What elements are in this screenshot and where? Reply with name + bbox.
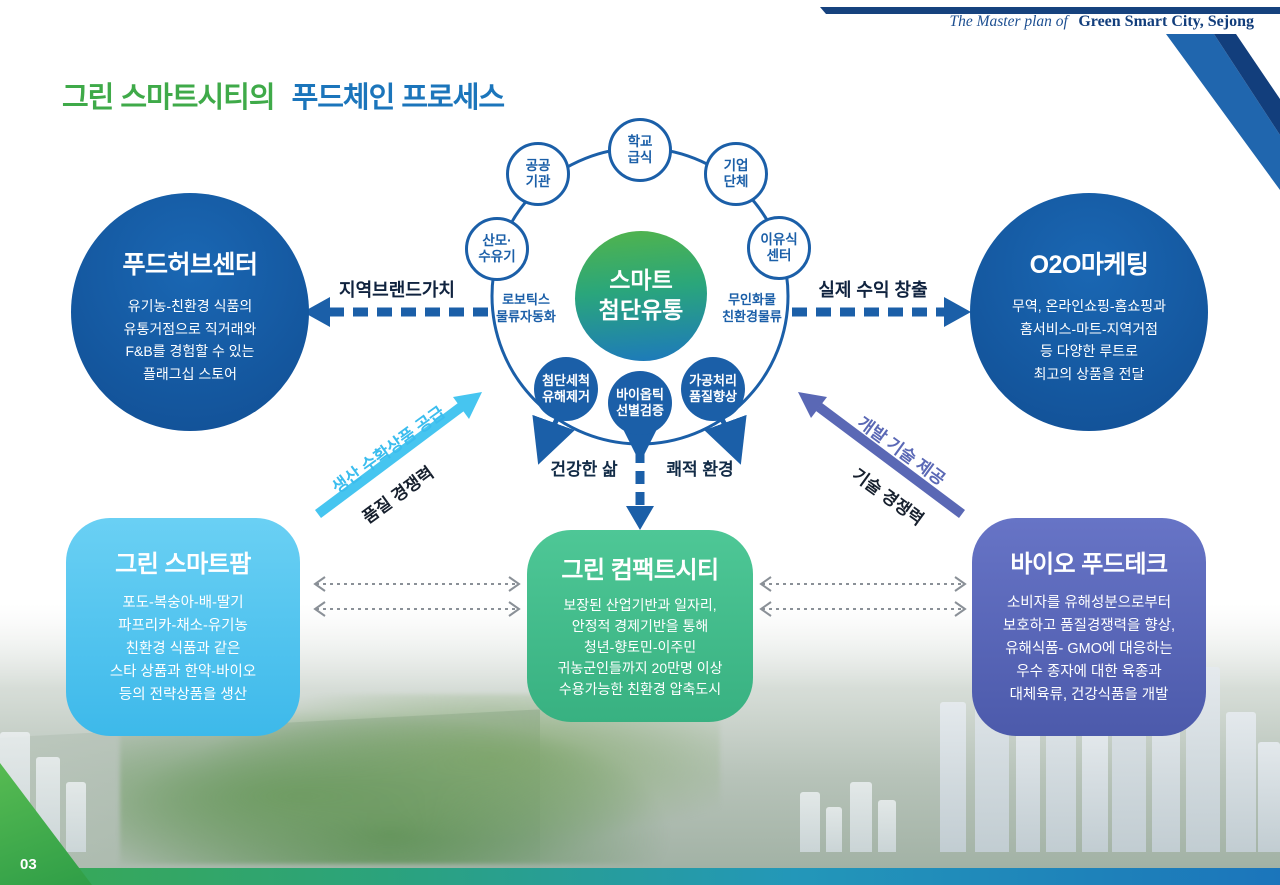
green-smart-farm-box: 그린 스마트팜 포도-복숭아-배-딸기 파프리카-채소-유기농 친환경 식품과 … [66,518,300,736]
satellite-mothers: 산모· 수유기 [465,217,529,281]
outcome-healthy-life: 건강한 삶 [550,460,618,479]
building-decoration [66,782,86,852]
smart-distribution-hub: 스마트 첨단유통 [575,231,707,361]
building-decoration [1016,722,1040,852]
label-revenue: 실제 수익 창출 [818,280,928,300]
page-title: 그린 스마트시티의 푸드체인 프로세스 [62,74,505,116]
process-washing: 첨단세척 유해제거 [534,357,598,421]
page-title-blue: 푸드체인 프로세스 [291,82,505,114]
brand-value-arrow [303,297,488,327]
header-prefix: The Master plan of [949,13,1068,30]
satellite-school-meals: 학교 급식 [608,118,672,182]
city-title: 그린 컴팩트시티 [561,557,719,584]
revenue-arrow [792,297,971,327]
building-decoration [878,800,896,852]
process-arrows [532,414,747,465]
o2o-title: O2O마케팅 [1029,251,1149,279]
building-decoration [1258,742,1280,852]
farm-body: 포도-복숭아-배-딸기 파프리카-채소-유기농 친환경 식품과 같은 스타 상품… [109,595,257,703]
dotted-exchange-arrows [313,576,967,617]
label-brand-value: 지역브랜드가치 [339,280,455,300]
bio-foodtech-box: 바이오 푸드테크 소비자를 유해성분으로부터 보호하고 품질경쟁력을 향상, 유… [972,518,1206,736]
food-hub-center-node: 푸드허브센터 유기농-친환경 식품의 유통거점으로 직거래와 F&B를 경험할 … [71,193,309,431]
farm-supply-arrow [315,392,482,519]
inner-label-robotics: 로보틱스 물류자동화 [496,292,556,324]
farm-title: 그린 스마트팜 [115,551,251,578]
outcome-pleasant-environment: 쾌적 환경 [666,460,734,479]
city-body: 보장된 산업기반과 일자리, 안정적 경제기반을 통해 청년-향토민-이주민 귀… [557,597,723,697]
satellite-baby-food-center: 이유식 센터 [747,216,811,280]
building-decoration [850,782,872,852]
o2o-marketing-node: O2O마케팅 무역, 온라인쇼핑-홈쇼핑과 홈서비스-마트-지역거점 등 다양한… [970,193,1208,431]
building-decoration [1082,732,1108,852]
food-hub-title: 푸드허브센터 [122,251,258,279]
biotech-tech-arrow [798,392,965,519]
satellite-corporations: 기업 단체 [704,142,768,206]
bottom-gradient-bar [0,868,1280,885]
corner-ribbon [820,7,1280,190]
inner-label-unmanned-logistics: 무인화물 친환경물류 [722,292,782,324]
header: The Master plan of Green Smart City, Sej… [949,13,1254,31]
building-decoration [940,702,966,852]
biotech-title: 바이오 푸드테크 [1010,551,1168,578]
green-compact-city-box: 그린 컴팩트시티 보장된 산업기반과 일자리, 안정적 경제기반을 통해 청년-… [527,530,753,722]
building-decoration [800,792,820,852]
biotech-body: 소비자를 유해성분으로부터 보호하고 품질경쟁력을 향상, 유해식품- GMO에… [1002,595,1176,703]
building-decoration [1226,712,1256,852]
header-brand: Green Smart City, Sejong [1078,13,1254,30]
building-decoration [826,807,842,852]
process-bioptic: 바이옵틱 선별검증 [608,371,672,435]
o2o-body: 무역, 온라인쇼핑-홈쇼핑과 홈서비스-마트-지역거점 등 다양한 루트로 최고… [1011,298,1167,383]
food-hub-body: 유기농-친환경 식품의 유통거점으로 직거래와 F&B를 경험할 수 있는 플래… [123,298,257,383]
page-number: 03 [20,856,37,873]
page-title-green: 그린 스마트시티의 [62,82,275,114]
satellite-public-institutions: 공공 기관 [506,142,570,206]
process-quality: 가공처리 품질향상 [681,357,745,421]
